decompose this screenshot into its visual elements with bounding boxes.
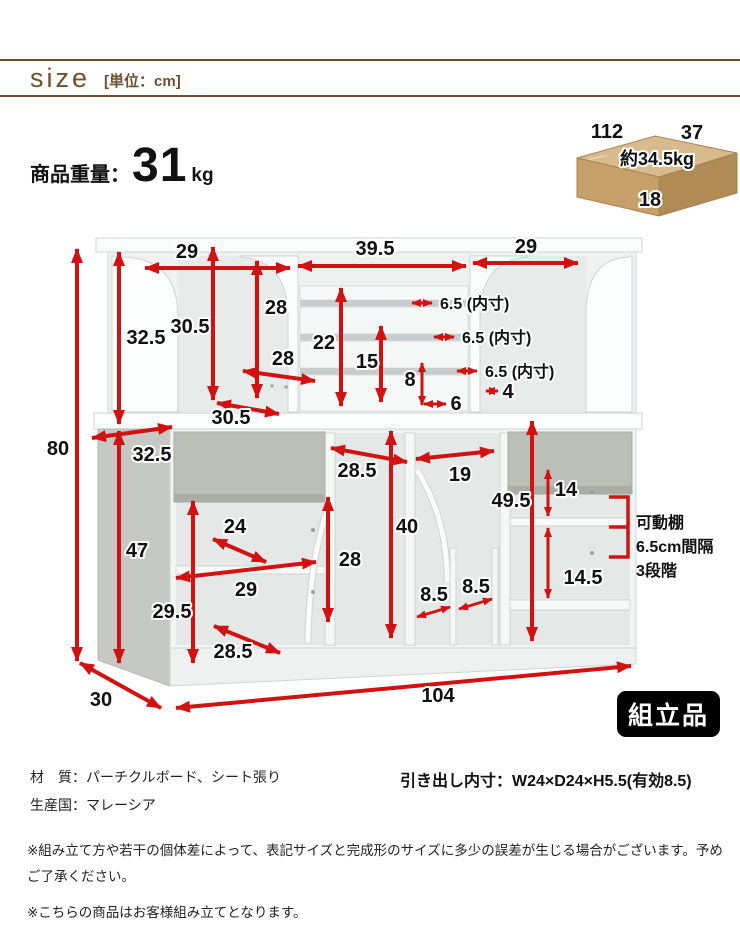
box-weight-label: 約34.5kg	[620, 148, 694, 169]
size-unit-label: [単位：cm]	[104, 72, 181, 90]
movable-shelf-note-line3: 3段階	[636, 561, 677, 580]
weight-unit: kg	[191, 165, 214, 186]
dim-hutch-left-inner-height: 30.5	[171, 316, 210, 338]
dim-overall-height: 80	[47, 438, 69, 460]
dim-hutch-height: 32.5	[127, 327, 166, 349]
dim-rack-slot-b: 6.5 (内寸)	[462, 328, 531, 347]
dimension-arrows	[71, 246, 632, 713]
dim-rack-step-height: 8	[404, 369, 415, 391]
dim-rack-height: 22	[313, 332, 335, 354]
dim-rack-step-depth: 6	[450, 393, 461, 415]
dim-base-mid-width: 28.5	[338, 460, 377, 482]
dim-base-inner-v: 28	[339, 549, 361, 571]
dim-counter-depth: 32.5	[133, 444, 172, 466]
movable-shelf-note-line1: 可動棚	[636, 513, 684, 532]
dim-right-lower-height: 14.5	[564, 567, 603, 589]
weight-label: 商品重量：	[30, 164, 130, 186]
spec-material: 材 質：パーチクルボード、シート張り	[30, 769, 282, 785]
dim-base-mid-inner-width: 19	[449, 464, 471, 486]
notes-block: ※組み立て方や若干の個体差によって、表記サイズと完成形のサイズに多少の誤差が生じ…	[27, 838, 727, 926]
size-header: size [単位：cm]	[0, 59, 740, 97]
dim-rack-slot-c: 6.5 (内寸)	[485, 362, 554, 381]
movable-shelf-board	[509, 517, 631, 527]
dim-overall-width: 104	[421, 685, 455, 707]
dim-rack-slot-a: 6.5 (内寸)	[440, 294, 509, 313]
movable-shelf-note-line2: 6.5cm間隔	[636, 538, 713, 556]
dim-hutch-left-bottom-depth: 30.5	[212, 407, 251, 429]
dim-rack-gap: 4	[502, 381, 514, 403]
note-tolerance: ※組み立て方や若干の個体差によって、表記サイズと完成形のサイズに多少の誤差が生じ…	[27, 843, 723, 884]
dim-hutch-left-width: 29	[176, 241, 198, 263]
note-assembly: ※こちらの商品はお客様組み立てとなります。	[27, 905, 307, 921]
box-tape	[586, 155, 608, 160]
box-depth-label: 37	[681, 122, 703, 144]
spec-drawer-inner: 引き出し内寸：W24×D24×H5.5(有効8.5)	[400, 773, 692, 790]
dim-base-bottom-width: 28.5	[214, 641, 253, 663]
spec-country: 生産国：マレーシア	[30, 797, 156, 813]
dim-shelf-upper-width: 24	[224, 516, 247, 538]
box-width-label: 112	[591, 121, 623, 143]
package-box-illustration: 112 37 約34.5kg 18	[576, 119, 738, 217]
dim-overall-depth: 30	[90, 689, 112, 711]
dim-rack-inner-height: 15	[356, 351, 378, 373]
dim-base-right-height: 49.5	[492, 490, 531, 512]
assembly-badge: 組立品	[617, 691, 721, 737]
left-drawer	[173, 431, 326, 503]
box-height-label: 18	[639, 189, 661, 211]
dim-shelf-width: 29	[235, 579, 257, 601]
dim-base-mid-height: 40	[396, 516, 418, 538]
dim-hutch-left-inner-v: 28	[265, 297, 287, 319]
size-title: size	[30, 62, 91, 93]
dim-hutch-left-inner-w: 28	[272, 348, 294, 370]
dim-slot-a: 8.5	[420, 584, 448, 606]
dimension-labels: 80 32.5 30.5 29 28 39.5 29 22 15 8 6 4 6…	[45, 234, 714, 713]
weight-value: 31	[132, 139, 188, 192]
dim-hutch-mid-width: 39.5	[356, 238, 395, 260]
dim-base-side-height: 47	[126, 540, 148, 562]
dim-hutch-right-width: 29	[515, 236, 537, 258]
dim-right-upper-height: 14	[555, 479, 578, 501]
spec-list: 材 質：パーチクルボード、シート張り 生産国：マレーシア	[30, 763, 281, 819]
dim-base-lower-height: 29.5	[153, 601, 192, 623]
dim-slot-b: 8.5	[462, 576, 490, 598]
product-weight: 商品重量： 31 kg	[30, 138, 214, 193]
